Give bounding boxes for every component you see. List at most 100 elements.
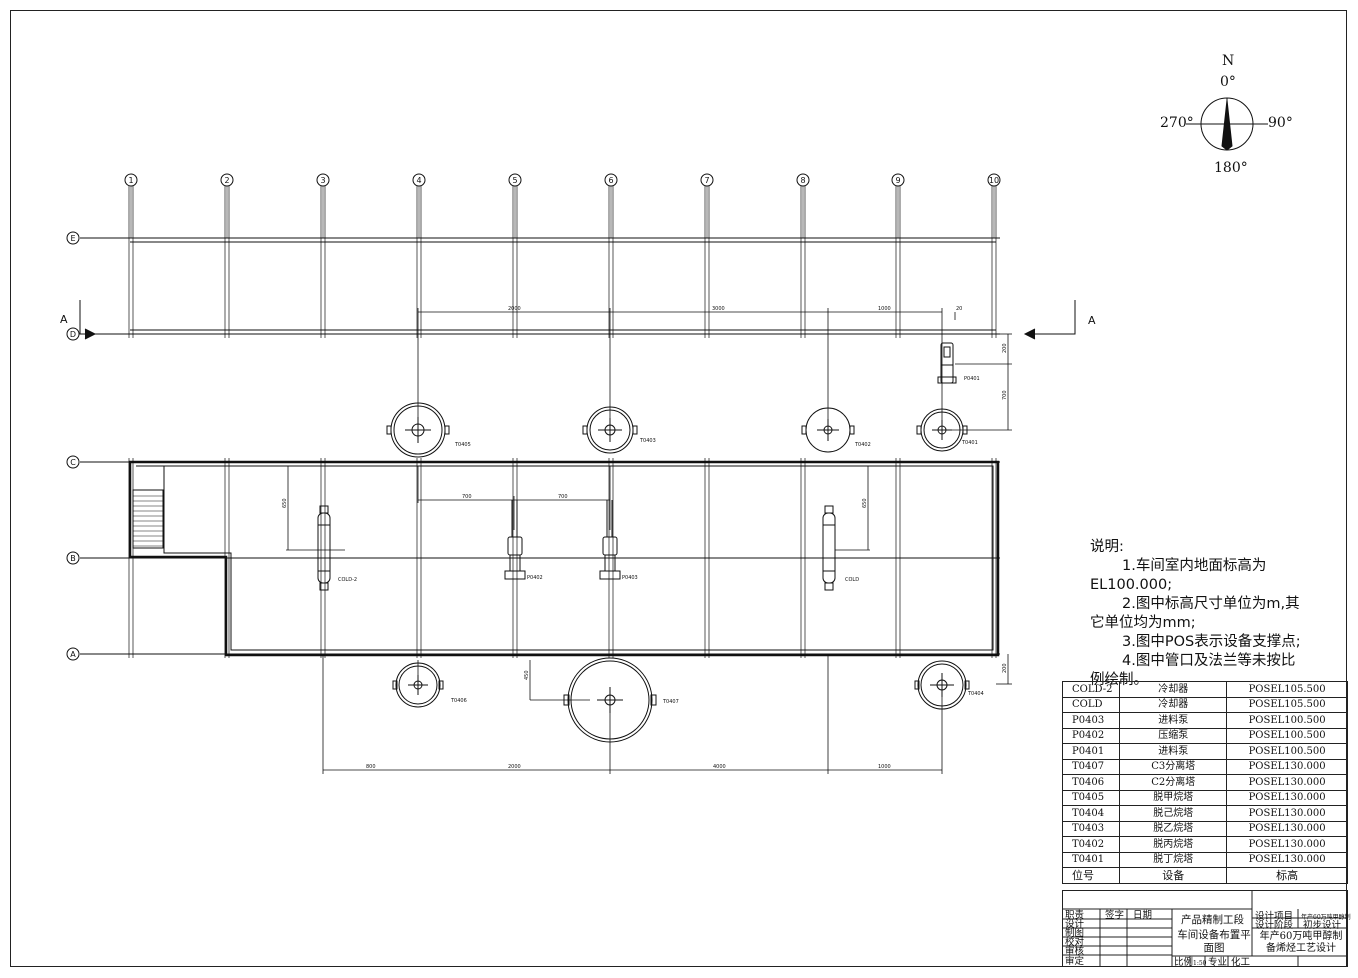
dim-mid-700a: 700 [462,494,472,500]
dim-top-1000: 1000 [878,306,891,312]
dim-bot-800: 800 [366,764,376,770]
tb-project-label: 设计项目 [1255,911,1294,922]
pump-p0401 [937,342,957,384]
dim-right-200a: 200 [1002,343,1008,353]
tb-sign-header: 签字 [1105,910,1125,921]
compass-0: 0° [1220,74,1236,90]
dim-top-20: 20 [956,306,962,312]
grid-row-bubbles [66,231,80,661]
title-block: 职责 签字 日期 设计 制图 校对 审核 审定 产品精制工段 车间设备布置平面图… [1062,890,1351,968]
tower-t0405 [386,402,450,458]
tower-t0403 [582,406,638,454]
dim-bot-1000: 1000 [878,764,891,770]
grid-col-label-7: 7 [704,176,709,185]
grid-column-bubbles [124,173,1001,187]
tb-design: 设计 [1065,919,1085,930]
tb-stage-value: 初步设计 [1303,920,1342,931]
grid-row-bubble-D [66,327,80,341]
note-1b: EL100.000; [1090,577,1173,593]
tb-project-small: 年产60万吨甲醇制 [1301,914,1351,921]
tag-t0402: T0402 [854,442,871,448]
note-2a: 2.图中标高尺寸单位为m,其 [1122,596,1300,612]
tb-project-name: 年产60万吨甲醇制备烯烃工艺设计 [1259,931,1343,954]
dim-top-3000: 3000 [712,306,725,312]
dim-mid-700b: 700 [558,494,568,500]
section-label-left: A [60,313,68,326]
pump-p0402 [504,500,526,580]
legend-header-row: 位号设备标高 [1061,867,1348,884]
grid-col-label-9: 9 [895,176,900,185]
grid-row-label-A: A [70,650,76,659]
tb-scale-value: 1:50 [1193,960,1207,967]
north-arrow [1186,97,1268,151]
tower-t0406 [392,662,444,708]
compass-270: 270° [1160,115,1194,131]
grid-column-lines [128,186,997,658]
dim-top-2000: 2000 [508,306,521,312]
notes-title: 说明: [1090,539,1124,555]
dim-right-650: 650 [862,498,868,508]
dim-bot-4000: 4000 [713,764,726,770]
grid-col-label-5: 5 [512,176,517,185]
grid-row-bubble-A [66,647,80,661]
grid-row-label-C: C [70,458,76,467]
compass-north: N [1222,53,1235,69]
note-3: 3.图中POS表示设备支撑点; [1122,634,1301,650]
tb-major-value: 化工 [1231,957,1251,968]
compass-90: 90° [1268,115,1293,131]
grid-col-label-10: 10 [989,176,999,185]
grid-col-label-1: 1 [128,176,133,185]
grid-row-bubble-B [66,551,80,565]
grid-col-label-3: 3 [320,176,325,185]
lower-building [80,460,1000,657]
tag-cold: COLD [845,577,859,583]
tb-approve: 审定 [1065,956,1085,967]
tb-section-name: 产品精制工段 [1181,914,1244,926]
tb-date-header: 日期 [1133,910,1153,921]
note-4a: 4.图中管口及法兰等未按比 [1122,653,1296,669]
tb-draw: 制图 [1065,928,1085,939]
section-marker-left [79,300,97,340]
tag-p0403: P0403 [622,575,638,581]
note-2b: 它单位均为mm; [1090,615,1196,631]
tower-t0407 [563,657,657,743]
tag-p0402: P0402 [527,575,543,581]
grid-row-label-B: B [70,554,76,563]
tb-drawing-name: 车间设备布置平面图 [1177,929,1251,954]
tag-cold2: COLD-2 [338,577,357,583]
dim-left-650: 650 [282,498,288,508]
pump-p0403 [599,500,621,580]
grid-col-label-2: 2 [224,176,229,185]
tb-check: 校对 [1065,937,1085,948]
grid-col-label-8: 8 [800,176,805,185]
tower-t0402 [801,407,855,453]
dim-bot-2000: 2000 [508,764,521,770]
cooler-cold [822,505,836,591]
grid-col-label-6: 6 [608,176,613,185]
tower-t0404 [914,660,970,710]
cooler-cold-2 [317,505,331,591]
dimension-lines [286,308,1012,774]
upper-structure [80,237,1000,335]
tb-review: 审核 [1065,946,1085,957]
tag-t0403: T0403 [639,438,656,444]
title-block-grid [1062,890,1348,967]
section-label-right: A [1088,314,1096,327]
grid-row-bubble-E [66,231,80,245]
tag-t0405: T0405 [454,442,471,448]
dim-low-450: 450 [524,670,530,680]
tb-stage-label: 设计阶段 [1255,920,1294,931]
grid-col-label-4: 4 [416,176,421,185]
